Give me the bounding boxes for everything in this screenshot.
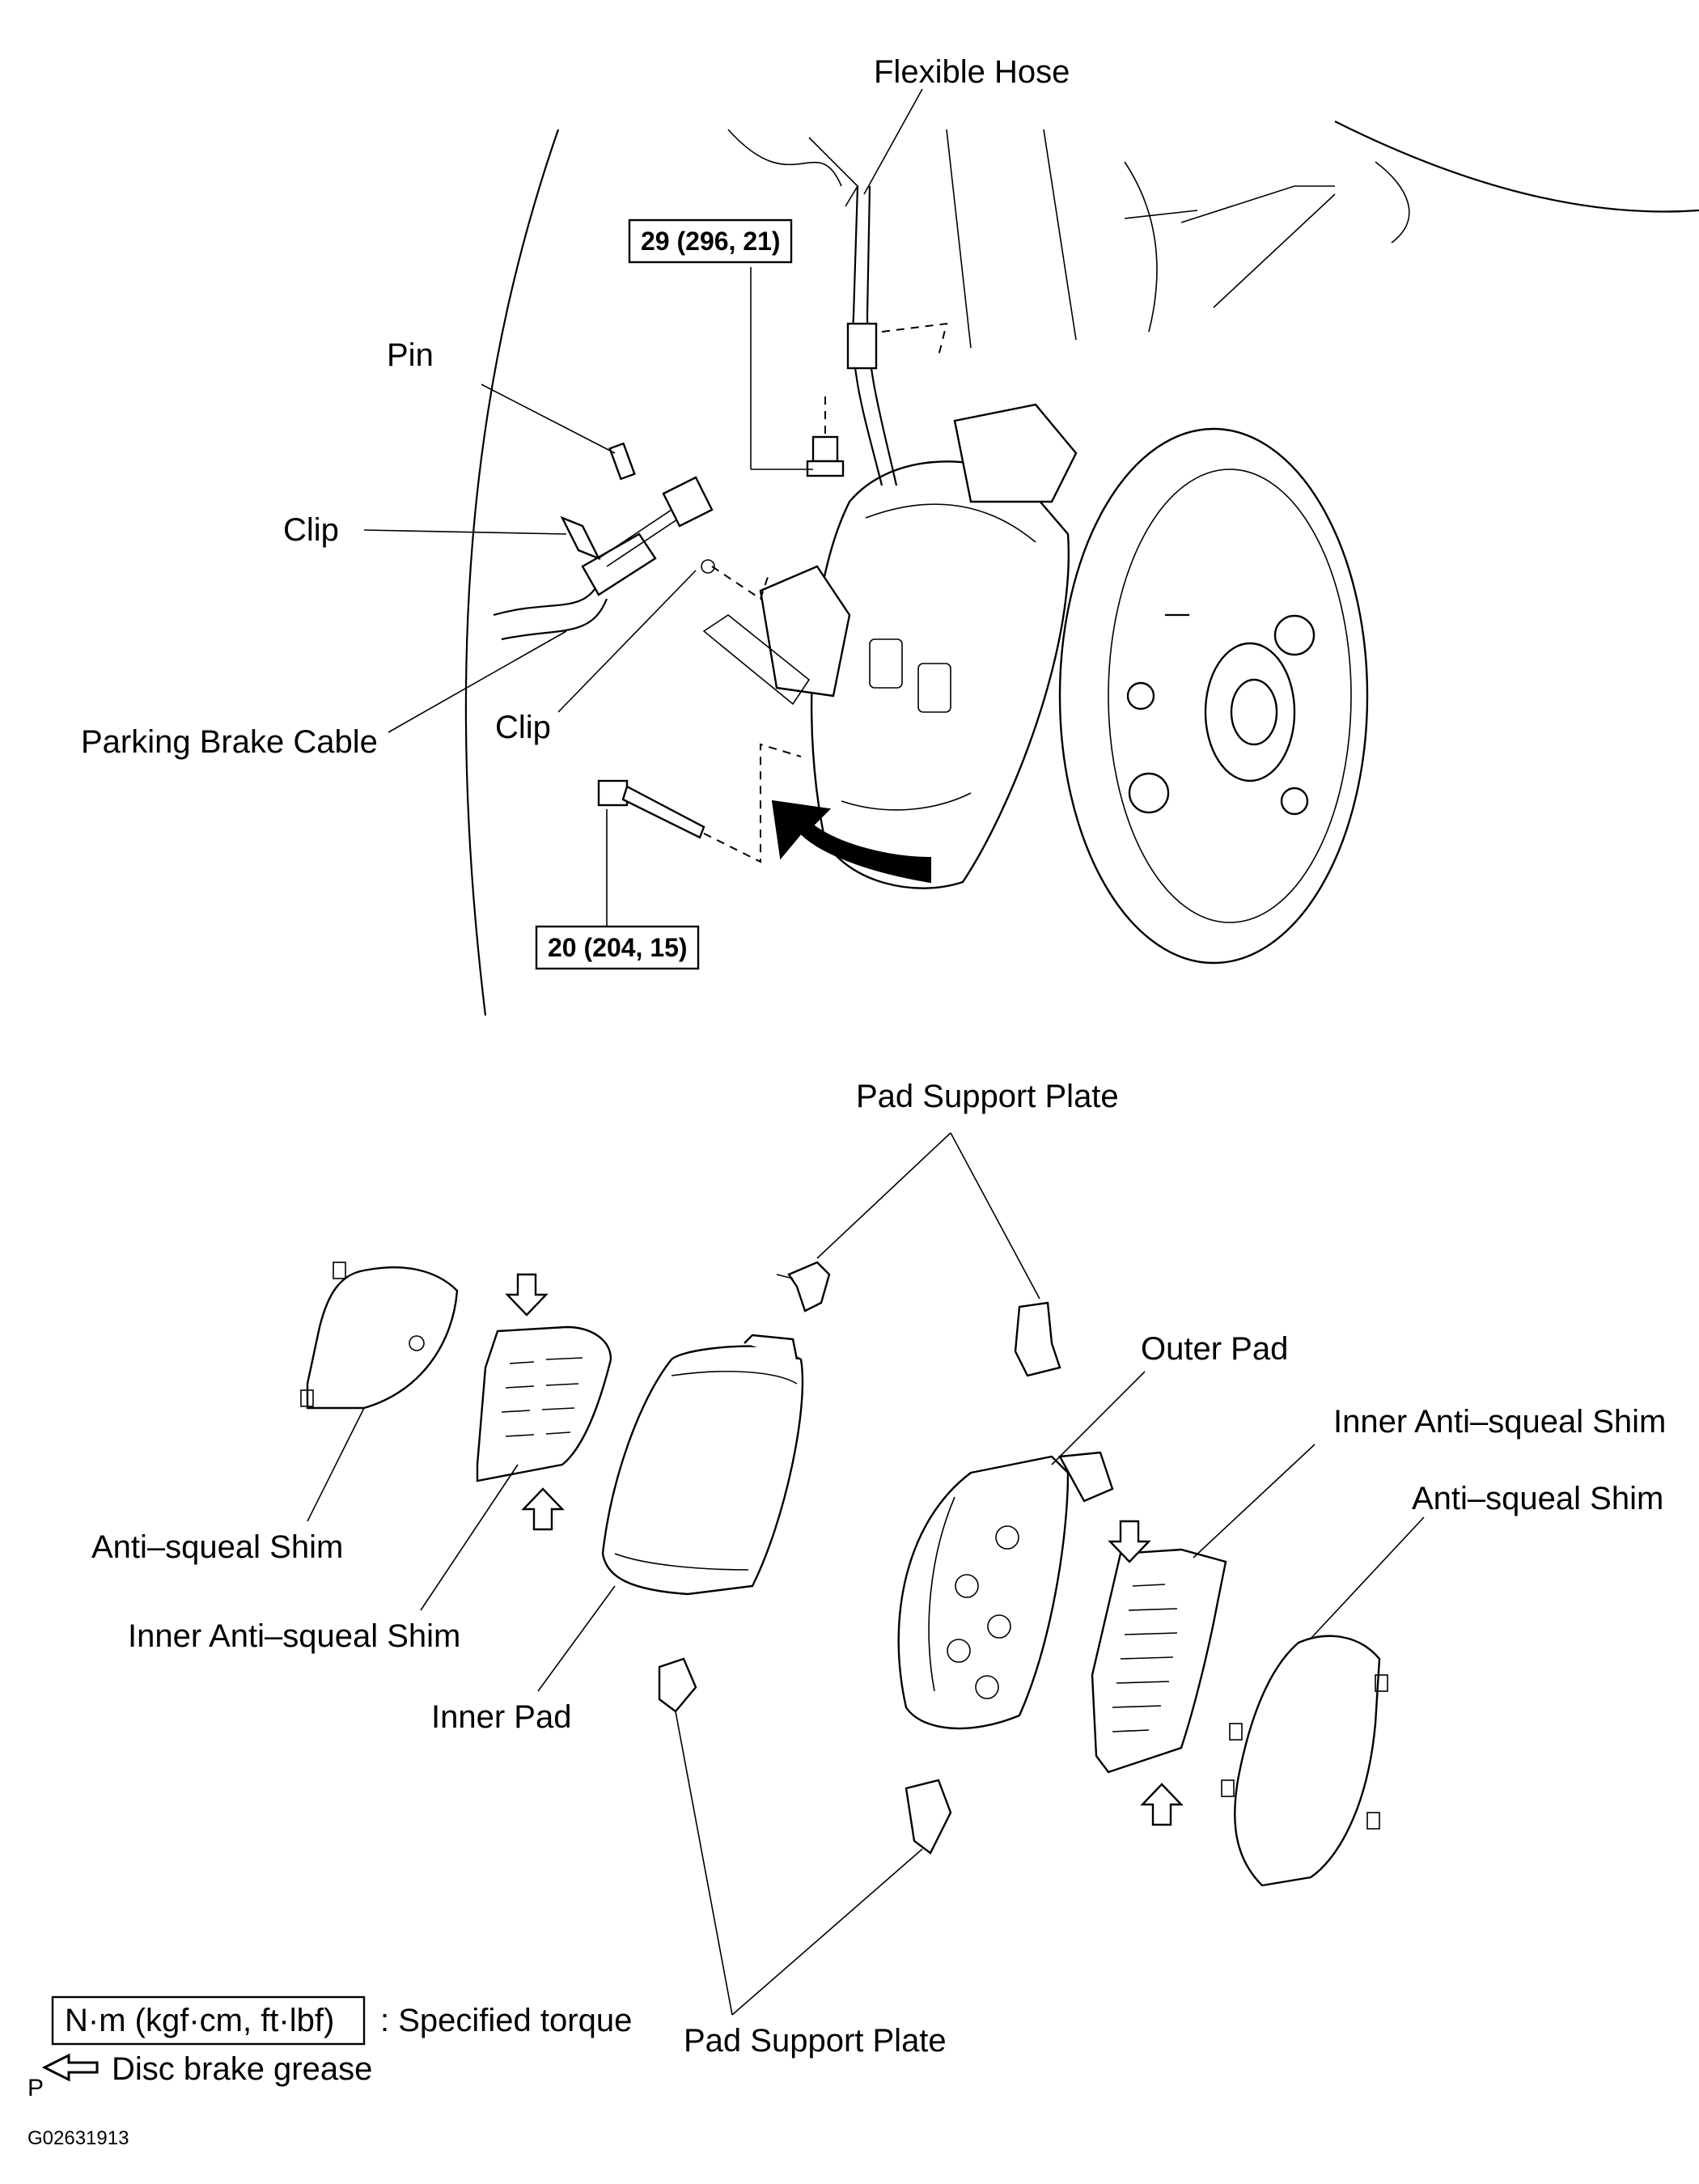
label-pad-support-plate-bottom: Pad Support Plate <box>684 2023 947 2059</box>
legend-torque: N·m (kgf·cm, ft·lbf) : Specified torque <box>51 1995 632 2046</box>
figure-code: G02631913 <box>28 2127 129 2149</box>
label-flexible-hose: Flexible Hose <box>874 54 1070 90</box>
torque-value-lower: 20 (204, 15) <box>548 933 688 962</box>
legend-grease-desc: Disc brake grease <box>112 2051 372 2087</box>
label-anti-squeal-shim-right: Anti–squeal Shim <box>1412 1481 1663 1516</box>
label-pad-support-plate-top: Pad Support Plate <box>856 1079 1119 1114</box>
anti-squeal-shim-left <box>300 1262 459 1410</box>
outer-pad <box>897 1451 1114 1730</box>
inner-pad <box>601 1334 804 1596</box>
label-inner-anti-squeal-shim-right: Inner Anti–squeal Shim <box>1333 1404 1666 1440</box>
pad-support-plate-bottom-right <box>905 1779 952 1855</box>
label-parking-brake-cable: Parking Brake Cable <box>81 724 378 760</box>
torque-box-lower: 20 (204, 15) <box>535 925 700 970</box>
inner-anti-squeal-shim-left <box>476 1273 612 1531</box>
label-anti-squeal-shim-left: Anti–squeal Shim <box>91 1529 343 1565</box>
leader-lines-top <box>363 88 923 955</box>
torque-value-upper: 29 (296, 21) <box>641 227 781 256</box>
brake-caliper <box>702 403 1078 889</box>
pad-support-plate-top-right <box>1014 1301 1061 1377</box>
label-clip-lower: Clip <box>495 710 551 745</box>
label-inner-pad: Inner Pad <box>431 1699 571 1735</box>
label-pin: Pin <box>387 337 434 373</box>
legend-grease-marker: P <box>28 2075 44 2101</box>
inner-anti-squeal-shim-right <box>1091 1520 1227 1826</box>
wheel-well-outline <box>464 121 1699 1016</box>
legend-grease: P Disc brake grease <box>28 2051 372 2101</box>
torque-box-upper: 29 (296, 21) <box>628 218 793 264</box>
leader-lines-bottom <box>307 1132 1425 2016</box>
label-clip-upper: Clip <box>283 512 339 548</box>
legend-torque-unit: N·m (kgf·cm, ft·lbf) <box>65 2003 334 2038</box>
label-outer-pad: Outer Pad <box>1141 1331 1288 1367</box>
lower-bolt <box>597 743 802 863</box>
pad-support-plate-bottom-left <box>658 1657 697 1713</box>
hollow-arrow-left-icon <box>41 2053 99 2082</box>
label-inner-anti-squeal-shim-left: Inner Anti–squeal Shim <box>128 1618 460 1654</box>
anti-squeal-shim-right <box>1221 1635 1388 1887</box>
upper-bolt <box>806 397 845 477</box>
parking-brake-cable <box>493 442 769 641</box>
legend-torque-desc: : Specified torque <box>380 2003 632 2038</box>
brake-disc <box>1058 427 1369 965</box>
flexible-hose <box>846 185 948 486</box>
rotation-arrow <box>771 799 931 884</box>
pad-support-plate-top-left <box>776 1261 831 1313</box>
